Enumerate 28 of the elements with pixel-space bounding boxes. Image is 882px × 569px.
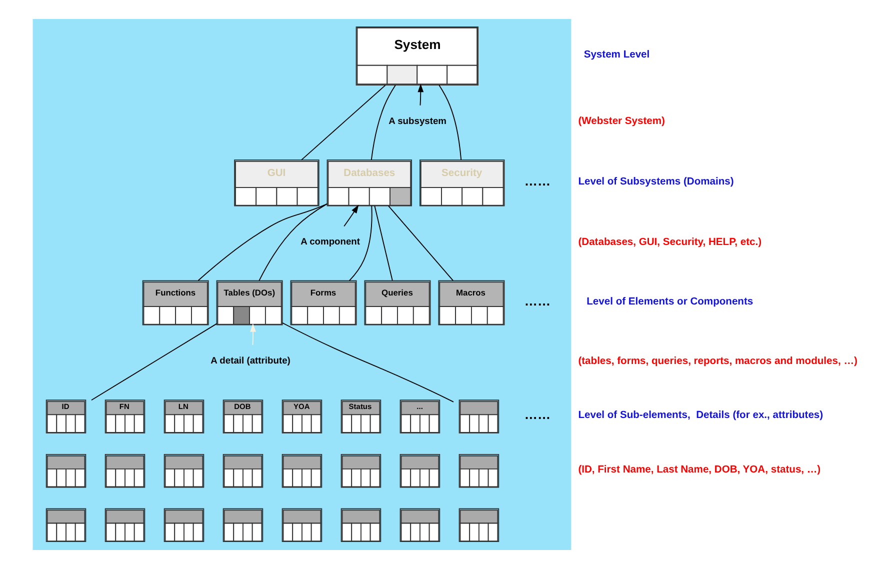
node-text: A component [300, 236, 360, 247]
connector [388, 206, 453, 281]
connector [370, 84, 396, 160]
arrow [250, 323, 256, 346]
label: Level of Elements or Components [586, 296, 753, 308]
connector [348, 205, 372, 282]
connector [282, 322, 454, 402]
cluster [32, 19, 571, 550]
label: (tables, forms, queries, reports, macros and modules, …) [578, 356, 857, 367]
connector [300, 84, 386, 160]
label: (Webster System) [578, 116, 665, 128]
connector [374, 206, 392, 281]
node-text: A subsystem [388, 116, 446, 126]
arrow [343, 204, 358, 227]
connector [197, 203, 328, 281]
label: (ID, First Name, Last Name, DOB, YOA, status, …) [578, 464, 820, 476]
label: …… [524, 293, 550, 308]
label: …… [524, 407, 550, 422]
arrow [417, 84, 424, 106]
label: (Databases, GUI, Security, HELP, etc.) [578, 236, 762, 248]
label: Level of Subsystems (Domains) [578, 176, 734, 188]
connector [438, 84, 462, 160]
node-text: A detail (attribute) [210, 356, 290, 366]
label: System Level [583, 50, 650, 61]
label: …… [524, 173, 550, 188]
connector [90, 323, 217, 401]
connector [258, 203, 328, 282]
label: Level of Sub-elements, Details (for ex., attributes) [578, 410, 823, 422]
